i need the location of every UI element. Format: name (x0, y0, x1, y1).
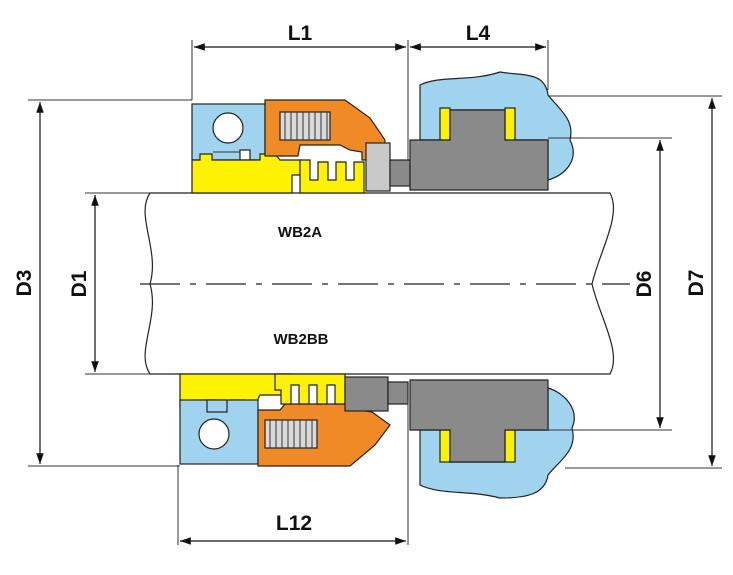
dim-label-l4: L4 (466, 22, 491, 45)
dim-label-d7: D7 (685, 270, 708, 297)
model-label-wb2bb: WB2BB (274, 331, 329, 348)
upper-gland (419, 71, 574, 181)
lower-spring-icon (264, 419, 318, 449)
dim-label-d6: D6 (633, 271, 656, 298)
dimension-lines (28, 40, 722, 545)
dim-label-l1: L1 (288, 22, 313, 45)
lower-gland (419, 387, 575, 499)
lower-set-screw-icon (198, 418, 230, 450)
lower-rotating-face (344, 376, 389, 412)
upper-seal-half (191, 71, 574, 194)
lower-stationary-seat (409, 379, 549, 463)
lower-bellows (274, 373, 346, 405)
upper-rotating-face (365, 142, 391, 192)
shaft (140, 192, 630, 375)
dim-label-l12: L12 (276, 512, 312, 535)
model-label-wb2a: WB2A (278, 224, 322, 241)
dim-label-d1: D1 (68, 270, 91, 297)
upper-spring-icon (279, 111, 331, 141)
upper-set-screw-icon (212, 112, 244, 144)
dim-label-d3: D3 (13, 270, 36, 297)
upper-stationary-seat (409, 109, 549, 191)
upper-bellows (299, 159, 365, 194)
lower-seal-half (179, 373, 575, 499)
upper-yellow-ring (191, 153, 301, 194)
